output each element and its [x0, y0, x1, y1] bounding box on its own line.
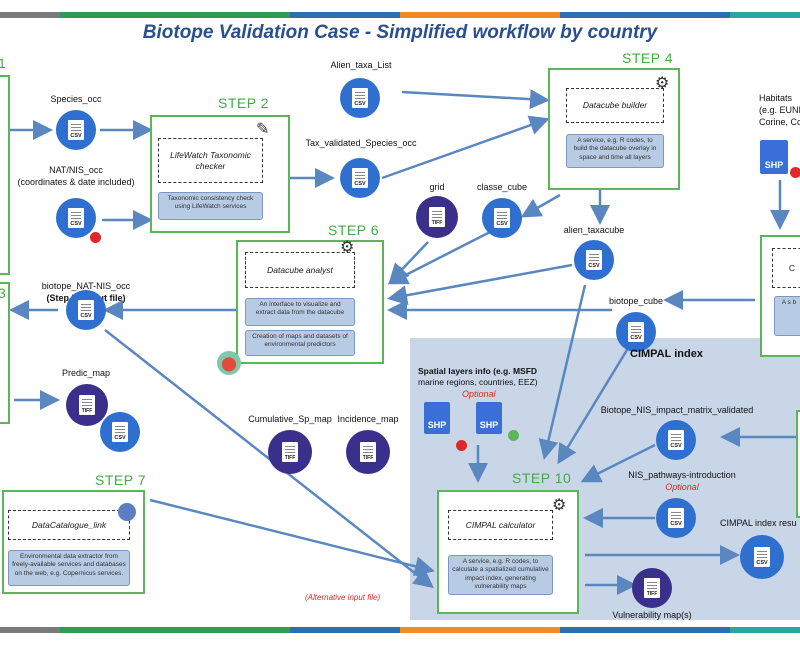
- right-step-desc: A s b: [774, 296, 800, 336]
- predic-map-label: Predic_map: [61, 368, 111, 378]
- right-cimpal-box: [796, 410, 800, 518]
- diagram-title: Biotope Validation Case - Simplified wor…: [142, 22, 658, 43]
- biotope-natnis-label: biotope_NAT-NIS_occ: [41, 281, 131, 291]
- spatial-shp-file-2[interactable]: SHP: [476, 402, 502, 434]
- cimpal-results-label: CIMPAL index resu: [720, 518, 797, 528]
- arrow-taxvalidated-step4: [381, 115, 550, 180]
- grid-file[interactable]: TIFF: [416, 196, 458, 238]
- builder-desc: A service, e.g. R codes, to build the da…: [566, 134, 664, 168]
- arrow-biotopecube-step10: [557, 344, 632, 465]
- spatial-optional: Optional: [462, 389, 496, 399]
- lock-icon: [790, 167, 800, 178]
- unlock-icon: [508, 430, 519, 441]
- arrow-step7-step10: [149, 498, 435, 577]
- spatial-shp-file-1[interactable]: SHP: [424, 402, 450, 434]
- database-icon: [118, 503, 136, 521]
- biotope-cube-file[interactable]: CSV: [616, 312, 656, 352]
- spatial-label-1: Spatial layers info (e.g. MSFD: [418, 366, 538, 376]
- grid-label: grid: [429, 182, 445, 192]
- tax-validated-label: Tax_validated_Species_occ: [305, 138, 417, 148]
- habitats-shp-file[interactable]: SHP: [760, 140, 788, 174]
- habitats-label-3: Corine, Co: [759, 117, 800, 127]
- step3-box: [0, 282, 10, 424]
- habitats-label-2: (e.g. EUNI: [759, 105, 800, 115]
- arrow-alientaxacube-step6: [387, 263, 573, 306]
- step10-label: STEP 10: [512, 470, 572, 486]
- alien-list-label: Alien_taxa_List: [330, 60, 392, 70]
- arrow-alienlist-step4: [401, 89, 550, 110]
- natinis-occ-file[interactable]: CSV: [56, 198, 96, 238]
- cumulative-file[interactable]: TIFF: [268, 430, 312, 474]
- step7-label: STEP 7: [95, 472, 146, 488]
- datacatalogue-link[interactable]: DataCatalogue_link: [8, 510, 130, 540]
- habitats-label-1: Habitats: [759, 93, 793, 103]
- predic-map-file[interactable]: TIFF: [66, 384, 108, 426]
- cimpal-calculator[interactable]: CIMPAL calculator: [448, 510, 553, 540]
- predic-map-csv-file[interactable]: CSV: [100, 412, 140, 452]
- lock-icon: [456, 440, 467, 451]
- right-step-tool[interactable]: C: [772, 248, 800, 288]
- datacube-analyst[interactable]: Datacube analyst: [245, 252, 355, 288]
- step4-label: STEP 4: [622, 50, 673, 66]
- natinis-occ-label: NAT/NIS_occ: [49, 165, 103, 175]
- bottom-color-bar: [0, 627, 800, 633]
- lock-icon: [90, 232, 101, 243]
- classe-cube-file[interactable]: CSV: [482, 198, 522, 238]
- natinis-occ-note: (coordinates & date included): [17, 177, 135, 187]
- cimpal-results-file[interactable]: CSV: [740, 535, 784, 579]
- step3-label: 3: [0, 285, 7, 301]
- arrow-biotopenatnis-step10: [104, 329, 434, 589]
- classe-cube-label: classe_cube: [476, 182, 528, 192]
- incidence-label: Incidence_map: [337, 414, 399, 424]
- alien-taxacube-file[interactable]: CSV: [574, 240, 614, 280]
- gear-icon: ⚙: [552, 497, 567, 514]
- species-occ-label: Species_occ: [50, 94, 102, 104]
- pathways-file[interactable]: CSV: [656, 498, 696, 538]
- vulnerability-label: Vulnerability map(s): [612, 610, 692, 620]
- step2-label: STEP 2: [218, 95, 269, 111]
- cimpal-index-title: CIMPAL index: [630, 348, 703, 360]
- incidence-file[interactable]: TIFF: [346, 430, 390, 474]
- lifewatch-desc: Taxonomic consistency check using LifeWa…: [158, 192, 263, 220]
- arrow-step4-classecube: [520, 193, 561, 218]
- analyst-desc1: An interface to visualize and extract da…: [245, 298, 355, 326]
- step6-label: STEP 6: [328, 222, 379, 238]
- pathways-label: NIS_pathways-introduction: [628, 470, 736, 480]
- lifewatch-checker[interactable]: LifeWatch Taxonomic checker: [158, 138, 263, 183]
- biotope-cube-label: biotope_cube: [608, 296, 664, 306]
- pathways-optional: Optional: [665, 482, 699, 492]
- vulnerability-file[interactable]: TIFF: [632, 568, 672, 608]
- analyst-desc2: Creation of maps and datasets of environ…: [245, 330, 355, 356]
- impact-matrix-file[interactable]: CSV: [656, 420, 696, 460]
- species-occ-file[interactable]: CSV: [56, 110, 96, 150]
- gear-icon: ⚙: [340, 239, 355, 256]
- arrow-impactmatrix-step10: [580, 443, 656, 483]
- gear-icon: ⚙: [655, 75, 670, 92]
- gear-icon: ✎: [256, 121, 270, 138]
- biotope-natnis-file[interactable]: CSV: [66, 290, 106, 330]
- step1-label: 1: [0, 55, 7, 71]
- top-color-bar: [0, 12, 800, 18]
- alternative-input-label: (Alternative input file): [305, 593, 381, 602]
- step1-box: [0, 75, 10, 275]
- arrow-grid-step6: [388, 241, 429, 284]
- arrow-alientaxacube-step10: [538, 284, 587, 460]
- cumulative-label: Cumulative_Sp_map: [248, 414, 332, 424]
- map-pin-icon: ⬤: [217, 351, 241, 375]
- catalogue-desc: Environmental data extractor from freely…: [8, 550, 130, 586]
- arrow-classecube-step6: [387, 230, 491, 285]
- datacube-builder[interactable]: Datacube builder: [566, 88, 664, 123]
- impact-matrix-label: Biotope_NIS_impact_matrix_validated: [600, 405, 754, 415]
- spatial-label-2: marine regions, countries, EEZ): [418, 377, 538, 387]
- alien-list-file[interactable]: CSV: [340, 78, 380, 118]
- cimpal-desc: A service, e.g. R codes, to calculate a …: [448, 555, 553, 595]
- alien-taxacube-label: alien_taxacube: [563, 225, 625, 235]
- tax-validated-file[interactable]: CSV: [340, 158, 380, 198]
